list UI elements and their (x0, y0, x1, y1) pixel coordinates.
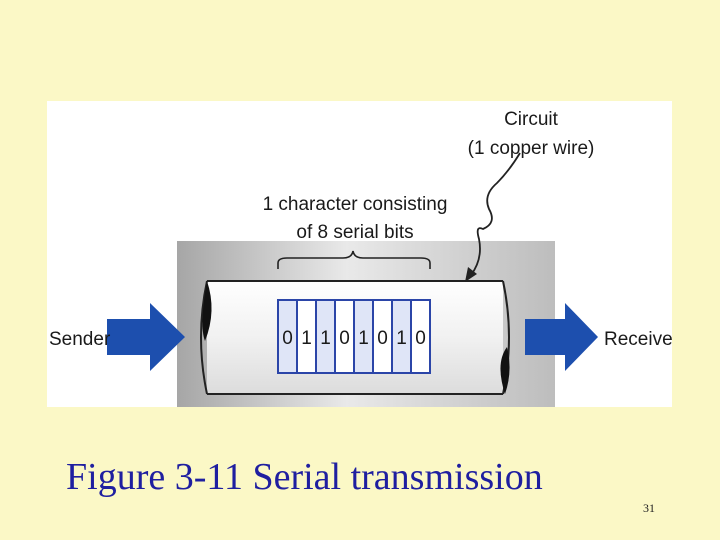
circuit-label-line1: Circuit (504, 109, 559, 130)
page-number: 31 (643, 501, 655, 515)
bit-value: 0 (339, 328, 350, 349)
bit-value: 1 (396, 328, 407, 349)
bit-value: 0 (282, 328, 293, 349)
bit-value: 0 (377, 328, 388, 349)
character-label-line1: 1 character consisting (263, 194, 448, 215)
bit-value: 1 (301, 328, 312, 349)
bit-value: 0 (415, 328, 426, 349)
circuit-pointer-arrow (465, 152, 521, 282)
bit-value: 1 (320, 328, 331, 349)
sender-label: Sender (49, 329, 111, 350)
circuit-label-line2: (1 copper wire) (468, 138, 595, 159)
character-brace (277, 250, 431, 269)
figure-caption: Figure 3-11 Serial transmission (66, 456, 543, 498)
character-label-line2: of 8 serial bits (296, 222, 413, 243)
bit-cell (410, 299, 431, 374)
bit-value: 1 (358, 328, 369, 349)
receiver-label: Receiver (604, 329, 672, 350)
sender-arrow-icon (107, 303, 185, 371)
receiver-arrow-icon (525, 303, 598, 371)
